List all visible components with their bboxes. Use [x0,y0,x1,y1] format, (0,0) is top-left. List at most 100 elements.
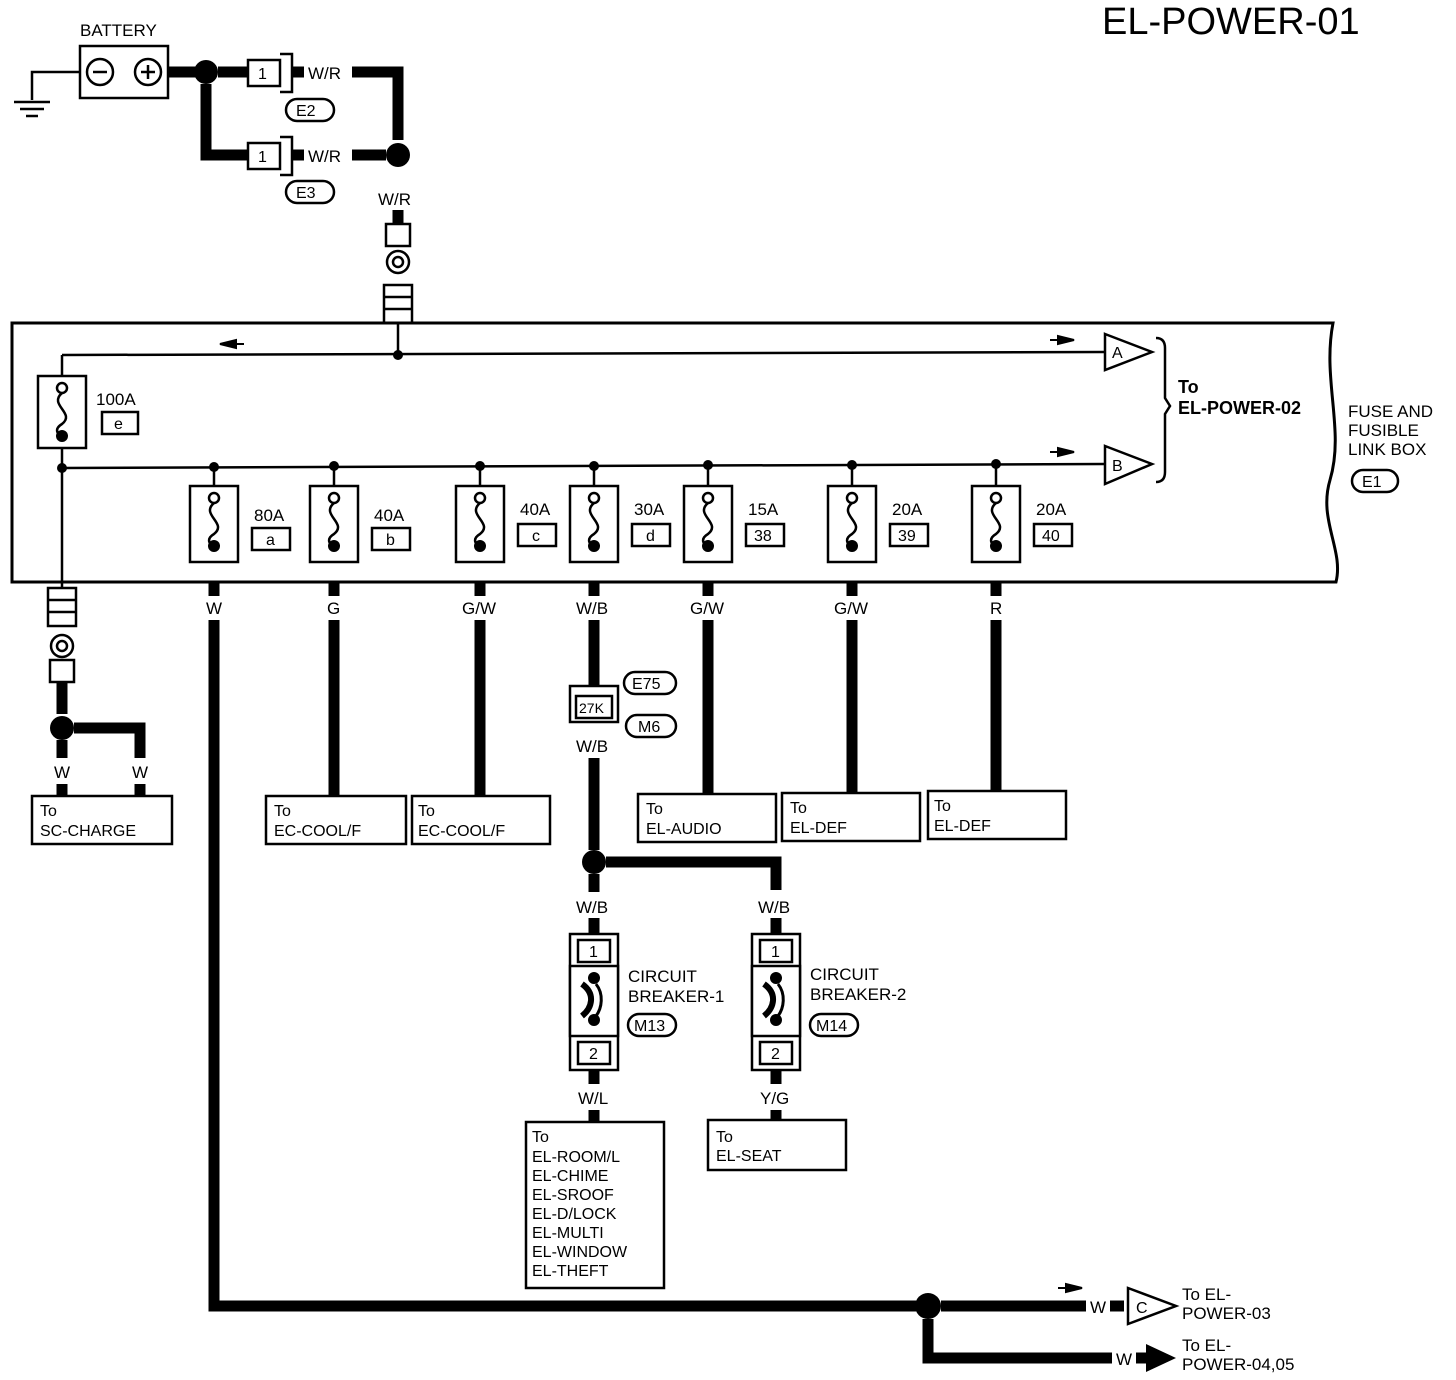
svg-text:40: 40 [1042,528,1060,545]
svg-text:40A: 40A [374,506,405,525]
svg-text:A: A [1112,345,1123,362]
svg-text:CIRCUIT: CIRCUIT [810,965,879,984]
fuse-d: 30A d [568,461,672,564]
svg-text:c: c [532,528,540,545]
svg-text:W: W [1116,1350,1132,1369]
dest-el-def-1: To EL-DEF [780,791,922,843]
svg-text:SC-CHARGE: SC-CHARGE [40,823,136,840]
svg-text:BREAKER-2: BREAKER-2 [810,985,906,1004]
circuit-breaker-1: 1 2 CIRCUIT BREAKER-1 M13 [568,932,724,1072]
svg-text:20A: 20A [892,500,923,519]
svg-text:W: W [132,763,148,782]
terminal-arrow-solid [1136,1344,1176,1372]
arrow-right-icon [1050,446,1075,458]
battery: BATTERY [78,21,170,100]
svg-text:20A: 20A [1036,500,1067,519]
svg-text:EL-D/LOCK: EL-D/LOCK [532,1206,617,1223]
svg-text:G/W: G/W [690,599,724,618]
svg-text:To: To [716,1129,733,1146]
svg-text:FUSIBLE: FUSIBLE [1348,421,1419,440]
svg-text:EL-SROOF: EL-SROOF [532,1187,614,1204]
dest-breaker-1-list: To EL-ROOM/L EL-CHIME EL-SROOF EL-D/LOCK… [524,1120,666,1290]
svg-text:W/R: W/R [378,190,411,209]
svg-text:To: To [418,803,435,820]
svg-text:BREAKER-1: BREAKER-1 [628,987,724,1006]
svg-text:W: W [1090,1298,1106,1317]
connector-m6: M6 [638,719,660,736]
dest-ec-cool-f-1: To EC-COOL/F [264,794,408,846]
splice-node [915,1293,941,1319]
svg-text:B: B [1112,458,1123,475]
fuse-38: 15A 38 [682,460,786,564]
dest-el-seat: To EL-SEAT [706,1118,848,1172]
splice-node [50,716,74,740]
svg-text:38: 38 [754,528,772,545]
svg-text:EL-POWER-02: EL-POWER-02 [1178,398,1301,418]
svg-text:EL-WINDOW: EL-WINDOW [532,1244,628,1261]
svg-text:POWER-04,05: POWER-04,05 [1182,1355,1294,1374]
svg-text:EL-CHIME: EL-CHIME [532,1168,608,1185]
svg-text:G/W: G/W [834,599,868,618]
svg-text:EL-DEF: EL-DEF [790,820,847,837]
connector-e1: E1 [1362,474,1382,491]
svg-text:W/L: W/L [578,1089,608,1108]
fuse-box-outline [10,321,1339,584]
svg-text:To: To [790,800,807,817]
fusible-link-e3: 1 E3 [246,135,336,205]
diagram-title: EL-POWER-01 [1102,1,1360,43]
fuse-40: 20A 40 [970,459,1074,564]
connector-e2: E2 [296,103,316,120]
svg-text:1: 1 [258,149,267,166]
svg-text:To: To [934,798,951,815]
svg-text:1: 1 [589,944,598,961]
svg-text:40A: 40A [520,500,551,519]
svg-text:EC-COOL/F: EC-COOL/F [418,823,505,840]
svg-text:G/W: G/W [462,599,496,618]
svg-text:To: To [532,1129,549,1146]
svg-text:Y/G: Y/G [760,1089,789,1108]
svg-text:W/R: W/R [308,64,341,83]
terminal-b: B [1103,444,1156,486]
svg-text:EL-MULTI: EL-MULTI [532,1225,604,1242]
splice-node [582,850,606,874]
svg-text:EL-ROOM/L: EL-ROOM/L [532,1149,620,1166]
main-fuse-100a: 100A e [36,374,140,450]
ground-icon [14,70,80,118]
battery-label: BATTERY [80,21,157,40]
svg-text:1: 1 [771,944,780,961]
svg-text:2: 2 [589,1046,598,1063]
terminal-a: A [1103,332,1156,372]
fuse-c: 40A c [454,461,558,564]
arrow-left-icon [219,338,244,350]
svg-text:W/B: W/B [576,737,608,756]
svg-text:1: 1 [258,66,267,83]
connector-m14: M14 [816,1018,847,1035]
svg-text:27K: 27K [579,700,605,716]
svg-text:To: To [274,803,291,820]
svg-text:POWER-03: POWER-03 [1182,1304,1271,1323]
svg-text:EC-COOL/F: EC-COOL/F [274,823,361,840]
svg-text:W/B: W/B [758,898,790,917]
svg-text:EL-AUDIO: EL-AUDIO [646,821,722,838]
connector-e3: E3 [296,185,316,202]
splice-node [386,143,410,167]
joint-connector: 27K E75 M6 [568,670,678,739]
arrow-right-icon [1058,1282,1083,1294]
fuse-b: 40A b [308,461,412,564]
fuse-39: 20A 39 [826,460,930,564]
circuit-breaker-2: 1 2 CIRCUIT BREAKER-2 M14 [750,932,906,1072]
fuse-a: 80A a [188,462,292,564]
svg-text:To EL-: To EL- [1182,1285,1231,1304]
svg-text:To: To [1178,377,1199,397]
terminal-c: C [1110,1286,1180,1326]
svg-text:EL-SEAT: EL-SEAT [716,1148,782,1165]
svg-text:39: 39 [898,528,916,545]
svg-text:CIRCUIT: CIRCUIT [628,967,697,986]
connector-e75: E75 [632,676,661,693]
svg-text:W/B: W/B [576,599,608,618]
svg-text:G: G [327,599,340,618]
svg-text:W/B: W/B [576,898,608,917]
svg-text:15A: 15A [748,500,779,519]
svg-text:a: a [266,532,275,549]
svg-text:EL-THEFT: EL-THEFT [532,1263,609,1280]
